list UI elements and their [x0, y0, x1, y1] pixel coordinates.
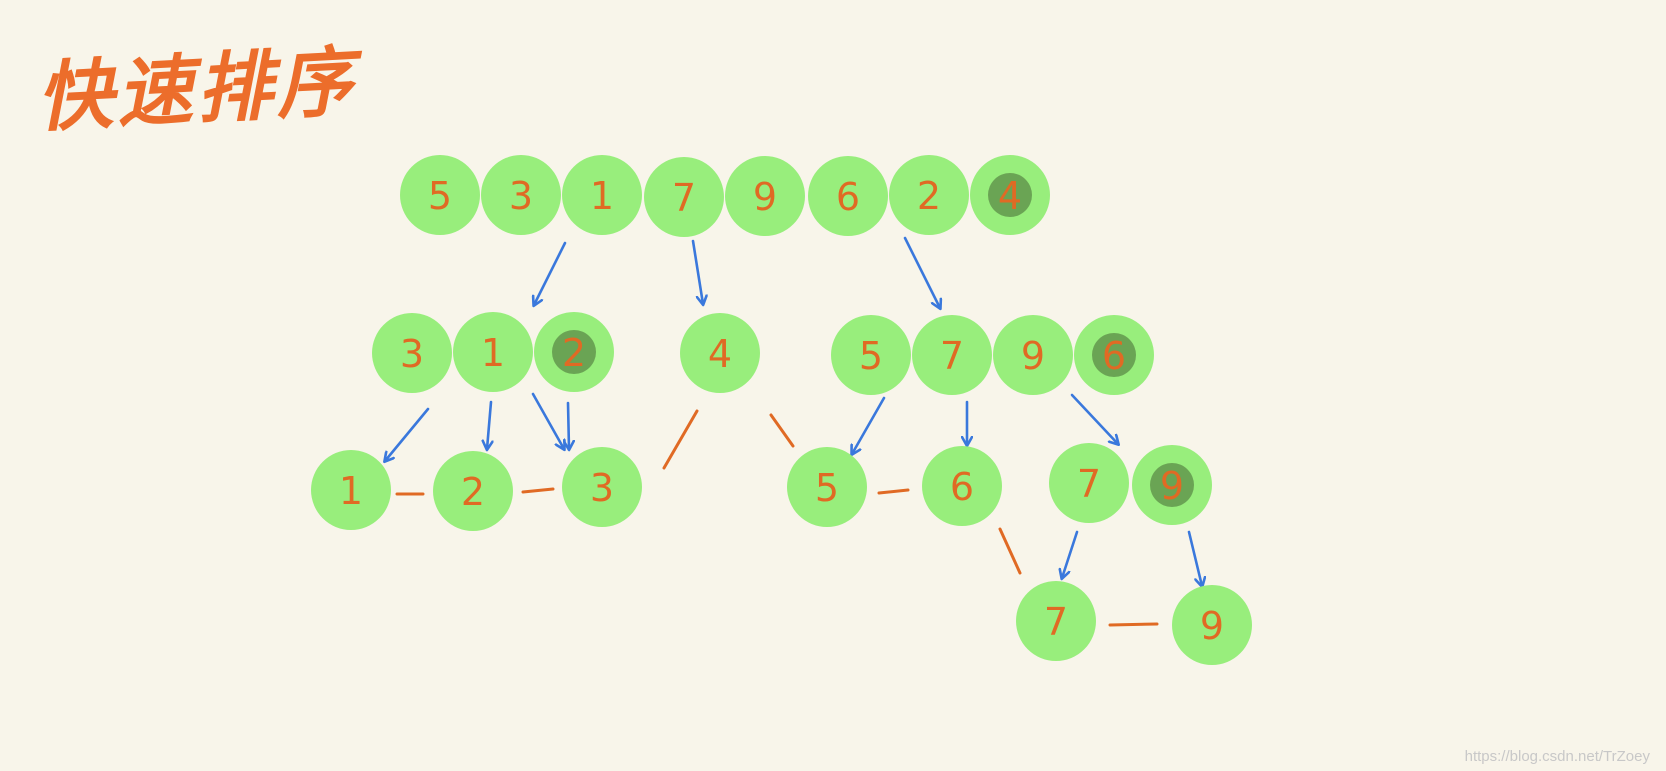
node-row-2-5: 7 — [1049, 443, 1129, 523]
node-row-1-3: 4 — [680, 313, 760, 393]
node-row-2-1: 2 — [433, 451, 513, 531]
arrow-row1-to-1 — [385, 407, 430, 461]
node-circle — [912, 315, 992, 395]
node-label: 4 — [998, 174, 1022, 218]
node-label: 9 — [1200, 604, 1224, 648]
link-4-5 — [769, 413, 795, 448]
node-label: 3 — [400, 332, 424, 376]
node-circle — [889, 155, 969, 235]
node-row-2-6: 9 — [1132, 445, 1212, 525]
link-6-7 — [998, 527, 1022, 575]
arrow-row0-right — [903, 236, 940, 308]
node-label: 7 — [1044, 600, 1068, 644]
node-row-0-5: 6 — [808, 156, 888, 236]
node-circle — [680, 313, 760, 393]
node-circle — [1049, 443, 1129, 523]
node-row-0-4: 9 — [725, 156, 805, 236]
node-layer: 5 3 1 7 9 6 2 4 3 1 2 4 5 7 9 6 1 2 3 5 6 7 9 7 9 — [311, 155, 1252, 665]
node-label: 5 — [859, 334, 883, 378]
pivot-marker — [552, 330, 596, 374]
node-row-2-3: 5 — [787, 447, 867, 527]
node-label: 3 — [590, 466, 614, 510]
node-label: 2 — [562, 331, 586, 375]
node-row-0-3: 7 — [644, 157, 724, 237]
link-5-6 — [877, 488, 910, 495]
pivot-marker — [988, 173, 1032, 217]
node-circle — [787, 447, 867, 527]
arrow-row2-to-9 — [1187, 530, 1202, 586]
node-circle — [372, 313, 452, 393]
node-circle — [433, 451, 513, 531]
node-label: 9 — [1160, 464, 1184, 508]
node-label: 1 — [339, 469, 363, 513]
arrow-row1-to-5 — [852, 396, 886, 454]
node-label: 6 — [836, 175, 860, 219]
node-circle — [1172, 585, 1252, 665]
node-row-1-0: 3 — [372, 313, 452, 393]
arrow-row1-to-2 — [487, 400, 491, 449]
node-row-1-1: 1 — [453, 312, 533, 392]
node-label: 2 — [461, 470, 485, 514]
node-label: 9 — [753, 175, 777, 219]
node-label: 2 — [917, 174, 941, 218]
node-circle — [644, 157, 724, 237]
node-circle — [725, 156, 805, 236]
node-row-0-7: 4 — [970, 155, 1050, 235]
pivot-marker — [1092, 333, 1136, 377]
node-circle — [922, 446, 1002, 526]
node-label: 1 — [590, 174, 614, 218]
node-row-2-0: 1 — [311, 450, 391, 530]
node-label: 6 — [950, 465, 974, 509]
node-circle — [453, 312, 533, 392]
node-row-2-2: 3 — [562, 447, 642, 527]
node-label: 7 — [940, 334, 964, 378]
node-row-0-0: 5 — [400, 155, 480, 235]
node-circle — [311, 450, 391, 530]
node-label: 1 — [481, 331, 505, 375]
node-label: 4 — [708, 332, 732, 376]
node-row-1-5: 7 — [912, 315, 992, 395]
node-row-1-6: 9 — [993, 315, 1073, 395]
node-circle — [481, 155, 561, 235]
node-row-3-0: 7 — [1016, 581, 1096, 661]
node-label: 6 — [1102, 334, 1126, 378]
arrow-row1-to-3a — [531, 392, 564, 449]
node-label: 5 — [428, 174, 452, 218]
node-label: 5 — [815, 466, 839, 510]
node-row-0-6: 2 — [889, 155, 969, 235]
merge-connectors — [395, 409, 1159, 627]
node-row-0-1: 3 — [481, 155, 561, 235]
node-circle — [562, 155, 642, 235]
node-circle — [831, 315, 911, 395]
link-7-9 — [1108, 622, 1159, 627]
link-2-3 — [521, 487, 555, 494]
pivot-marker — [1150, 463, 1194, 507]
node-row-1-7: 6 — [1074, 315, 1154, 395]
partition-arrows — [385, 236, 1202, 586]
node-row-1-2: 2 — [534, 312, 614, 392]
node-circle — [808, 156, 888, 236]
node-label: 9 — [1021, 334, 1045, 378]
link-3-4 — [662, 409, 699, 470]
node-row-2-4: 6 — [922, 446, 1002, 526]
arrow-row2-to-7 — [1062, 530, 1079, 578]
arrow-row0-left — [534, 241, 567, 305]
arrow-row1-to-79 — [1070, 393, 1118, 444]
node-circle — [562, 447, 642, 527]
arrow-row1-to-3b — [568, 401, 569, 449]
node-row-1-4: 5 — [831, 315, 911, 395]
node-label: 7 — [672, 176, 696, 220]
node-circle — [1016, 581, 1096, 661]
arrow-row0-middle — [691, 239, 703, 304]
node-label: 7 — [1077, 462, 1101, 506]
watermark: https://blog.csdn.net/TrZoey — [1464, 748, 1650, 765]
node-circle — [993, 315, 1073, 395]
node-circle — [400, 155, 480, 235]
node-row-0-2: 1 — [562, 155, 642, 235]
node-label: 3 — [509, 174, 533, 218]
node-row-3-1: 9 — [1172, 585, 1252, 665]
